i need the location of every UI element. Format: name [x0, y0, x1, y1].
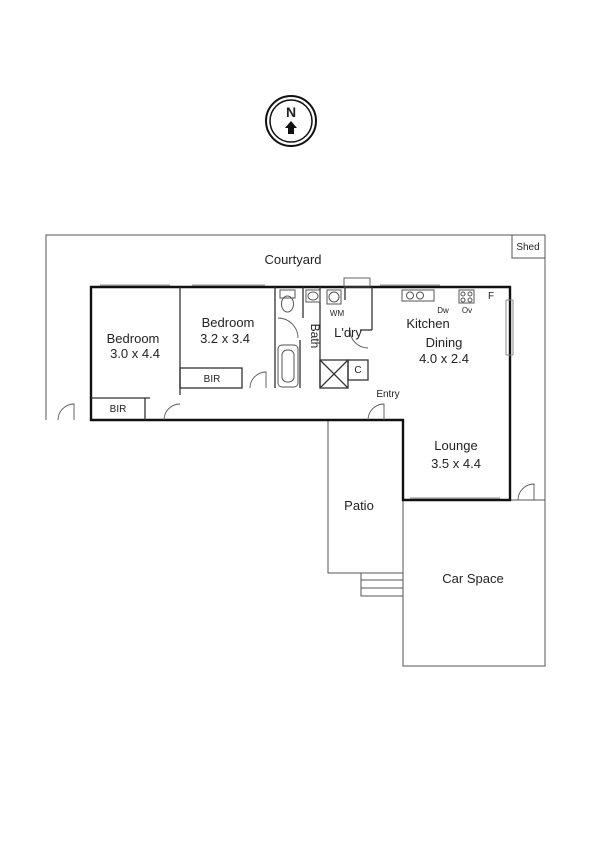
label-car-space: Car Space — [442, 571, 503, 586]
label-lounge-dim: 3.5 x 4.4 — [431, 456, 481, 471]
label-bedroom1-dim: 3.0 x 4.4 — [110, 346, 160, 361]
kitchen-fixtures — [401, 289, 475, 304]
compass-letter: N — [286, 104, 296, 120]
north-compass-icon: N — [265, 95, 317, 147]
label-entry: Entry — [376, 389, 399, 400]
label-bir1: BIR — [110, 404, 127, 415]
label-patio: Patio — [344, 498, 374, 513]
label-bedroom2-dim: 3.2 x 3.4 — [200, 331, 250, 346]
door-swings — [57, 277, 535, 501]
label-bedroom1-name: Bedroom — [107, 331, 160, 346]
label-bath: Bath — [308, 324, 322, 349]
label-courtyard: Courtyard — [264, 252, 321, 267]
patio-steps — [360, 572, 404, 597]
label-ov: Ov — [462, 306, 472, 315]
label-laundry: L'dry — [334, 325, 362, 340]
label-dw: Dw — [437, 306, 449, 315]
label-dining-name: Dining — [426, 335, 463, 350]
label-lounge-name: Lounge — [434, 438, 477, 453]
label-cupboard: C — [354, 365, 361, 376]
bathroom-fixtures — [277, 289, 342, 388]
label-wm: WM — [330, 309, 345, 318]
interior-walls — [91, 287, 373, 420]
exterior-walls — [89, 285, 512, 502]
patio-boundary — [327, 420, 403, 574]
label-shed: Shed — [516, 242, 539, 253]
label-bedroom2-name: Bedroom — [202, 315, 255, 330]
windows — [100, 284, 514, 499]
label-dining-dim: 4.0 x 2.4 — [419, 351, 469, 366]
label-bir2: BIR — [204, 374, 221, 385]
label-kitchen: Kitchen — [406, 316, 449, 331]
shed — [511, 234, 546, 259]
label-fridge: F — [488, 291, 494, 302]
